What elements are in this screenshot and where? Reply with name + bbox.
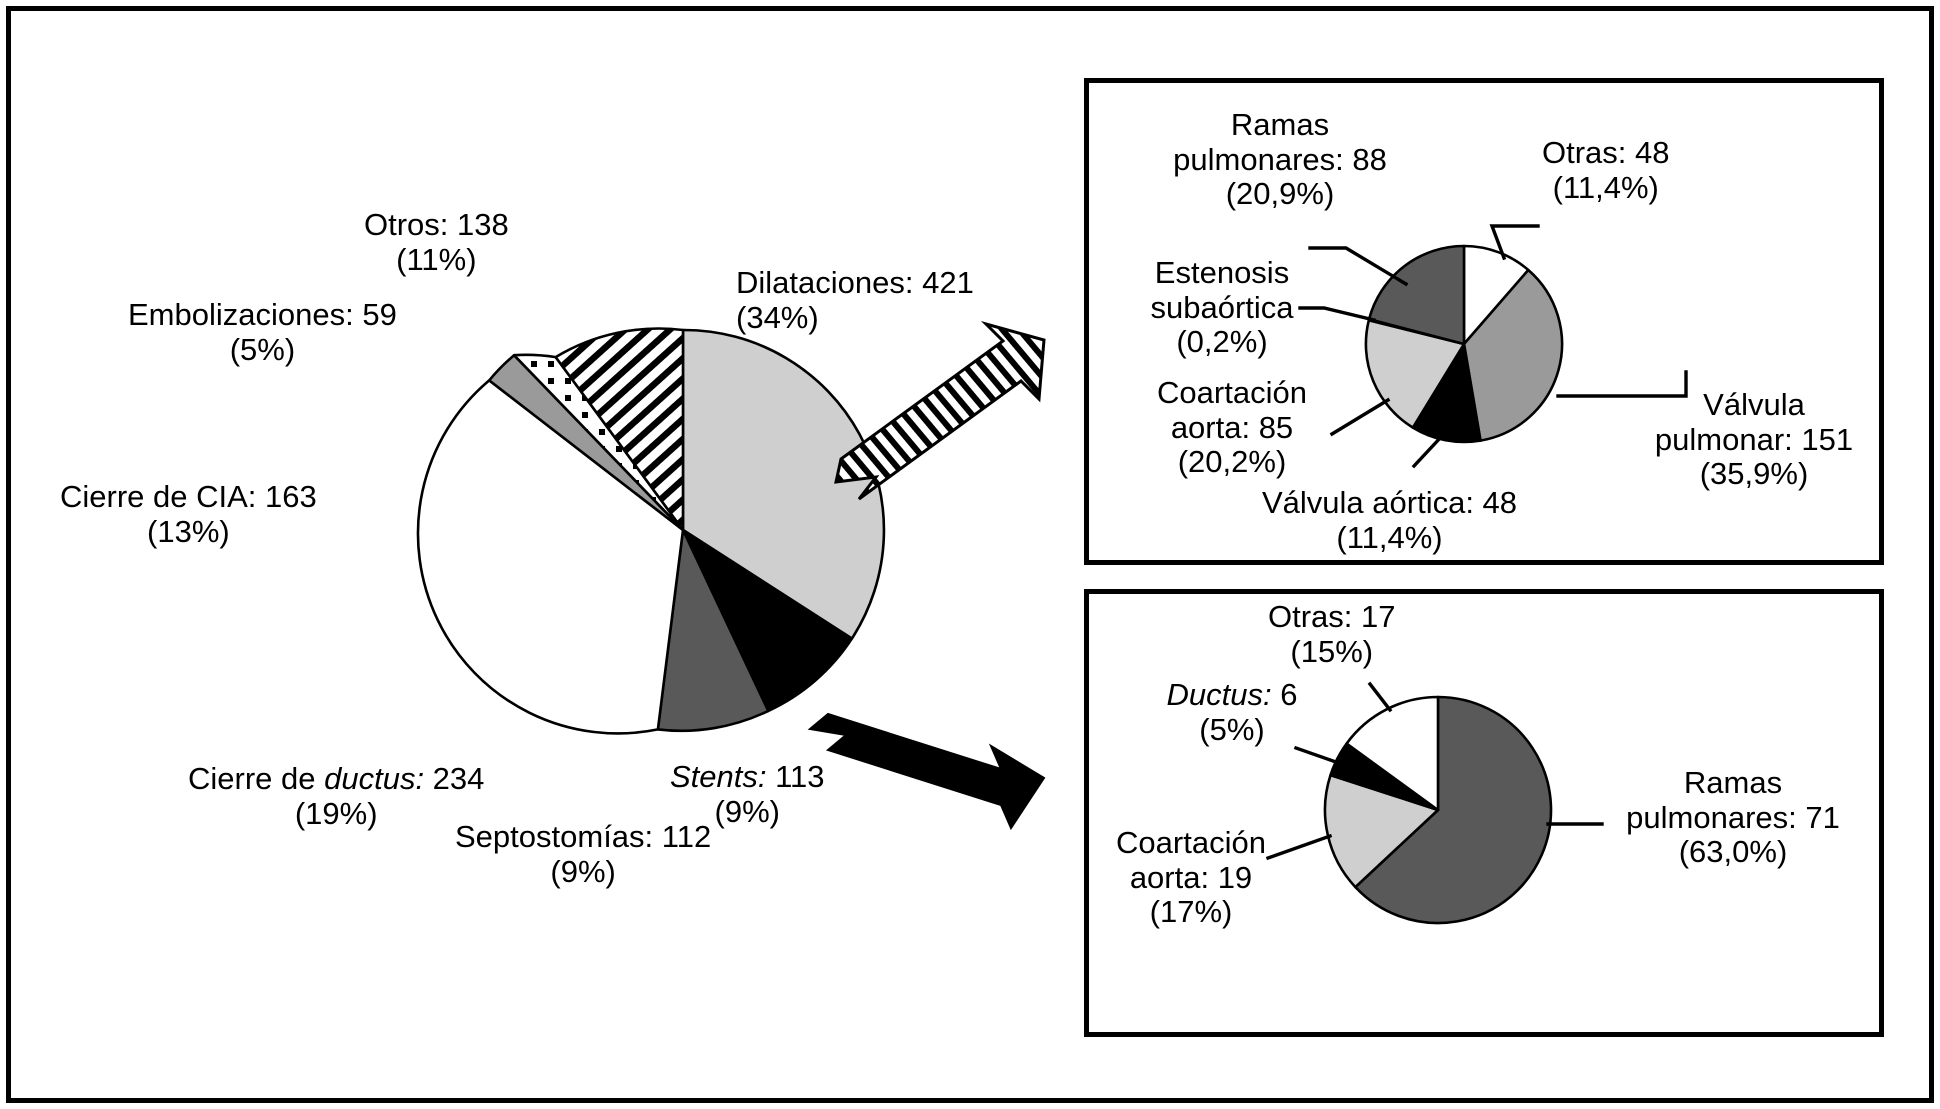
arrow-dilataciones bbox=[834, 321, 1046, 501]
main-label-septostomias: Septostomías: 112 (9%) bbox=[455, 819, 712, 889]
main-label-otros: Otros: 138 (11%) bbox=[364, 207, 509, 277]
bottom-label-coartacion-aorta: Coartación aorta: 19 (17%) bbox=[1116, 825, 1266, 930]
arrow-stents bbox=[807, 712, 1046, 831]
main-slice-stents bbox=[681, 528, 854, 713]
top-label-otras: Otras: 48 (11,4%) bbox=[1542, 135, 1670, 205]
bottom-label-otras: Otras: 17 (15%) bbox=[1268, 599, 1396, 669]
bottom-label-ductus: Ductus: 6 (5%) bbox=[1166, 677, 1298, 747]
main-slice-septostomias bbox=[656, 528, 770, 733]
main-label-embolizaciones: Embolizaciones: 59 (5%) bbox=[128, 297, 397, 367]
main-label-stents: Stents: 113 (9%) bbox=[670, 759, 825, 829]
top-label-coartacion-aorta: Coartación aorta: 85 (20,2%) bbox=[1157, 375, 1307, 480]
top-label-ramas-pulmonares: Ramas pulmonares: 88 (20,9%) bbox=[1173, 107, 1387, 212]
main-label-cierre-cia: Cierre de CIA: 163 (13%) bbox=[60, 479, 317, 549]
top-label-estenosis-subaortica: Estenosis subaórtica (0,2%) bbox=[1150, 255, 1294, 360]
top-label-valvula-aortica: Válvula aórtica: 48 (11,4%) bbox=[1262, 485, 1518, 555]
top-label-valvula-pulmonar: Válvula pulmonar: 151 (35,9%) bbox=[1654, 387, 1854, 492]
figure-outer-frame bbox=[6, 6, 1934, 1103]
main-slice-otros bbox=[554, 327, 685, 532]
main-label-cierre-ductus: Cierre de ductus: 234 (19%) bbox=[188, 761, 485, 831]
main-label-dilataciones: Dilataciones: 421 (34%) bbox=[736, 265, 974, 335]
main-slice-cierre-ductus bbox=[416, 379, 685, 735]
bottom-label-ramas-pulmonares: Ramas pulmonares: 71 (63,0%) bbox=[1626, 765, 1840, 870]
